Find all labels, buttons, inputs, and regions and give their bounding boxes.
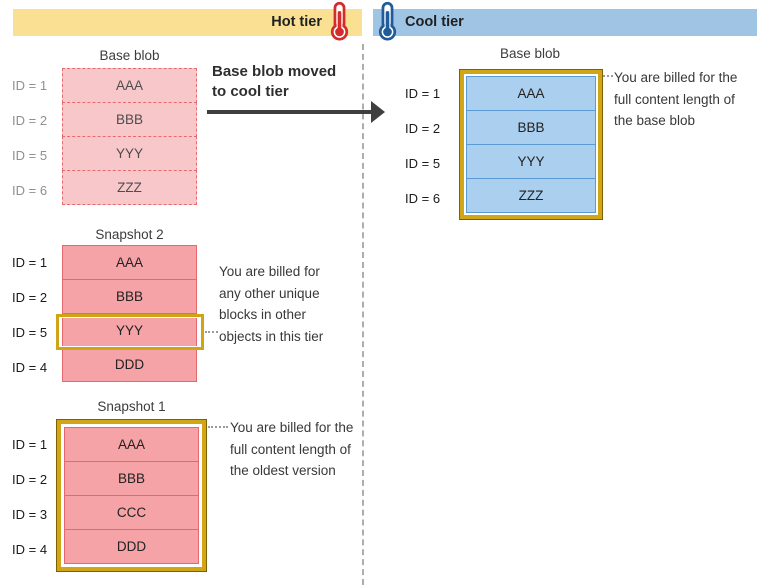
move-arrow-head	[371, 101, 385, 123]
note-line: the oldest version	[230, 463, 336, 478]
block-id: ID = 4	[12, 542, 48, 557]
hot-base-blob-table: AAA BBB YYY ZZZ	[62, 68, 197, 205]
snapshot2-table: AAA BBB YYY DDD	[62, 245, 197, 382]
cool-base-blob-table: AAA BBB YYY ZZZ	[466, 76, 596, 213]
note-line: You are billed for the	[614, 70, 738, 85]
cool-note-connector	[603, 75, 613, 77]
block-id: ID = 2	[405, 121, 441, 136]
block-cell: AAA	[466, 76, 596, 111]
snapshot1-note-connector	[208, 426, 228, 428]
block-cell: BBB	[466, 110, 596, 145]
block-id: ID = 4	[12, 360, 48, 375]
move-note-line: Base blob moved	[212, 63, 337, 80]
move-note-line: to cool tier	[212, 83, 289, 100]
tier-separator-line	[362, 44, 364, 585]
snapshot1-title: Snapshot 1	[97, 399, 166, 414]
snapshot1-table: AAA BBB CCC DDD	[64, 427, 199, 564]
cool-base-blob-note: You are billed for the full content leng…	[614, 67, 737, 132]
block-cell: ZZZ	[62, 170, 197, 205]
snapshot2-title: Snapshot 2	[95, 227, 164, 242]
block-cell: DDD	[62, 347, 197, 382]
cool-base-blob-id-column: ID = 1 ID = 2 ID = 5 ID = 6	[405, 76, 440, 216]
snapshot2-note-connector	[205, 331, 218, 333]
snapshot2-id-column: ID = 1 ID = 2 ID = 5 ID = 4	[12, 245, 47, 385]
block-id: ID = 5	[12, 325, 48, 340]
block-id: ID = 6	[405, 191, 441, 206]
block-id: ID = 1	[12, 78, 48, 93]
cool-thermometer-icon	[378, 1, 397, 41]
hot-base-blob-title: Base blob	[99, 48, 160, 63]
block-id: ID = 2	[12, 113, 48, 128]
block-cell: ZZZ	[466, 178, 596, 213]
snapshot1-note: You are billed for the full content leng…	[230, 417, 353, 482]
unique-block-highlight-box	[56, 314, 204, 350]
note-line: You are billed for the	[230, 420, 354, 435]
block-cell: CCC	[64, 495, 199, 530]
block-id: ID = 1	[12, 437, 48, 452]
block-cell: AAA	[62, 245, 197, 280]
block-id: ID = 1	[12, 255, 48, 270]
cool-tier-label: Cool tier	[405, 14, 464, 30]
block-cell: AAA	[62, 68, 197, 103]
block-id: ID = 5	[405, 156, 441, 171]
note-line: full content length of	[230, 441, 351, 457]
note-line: blocks in other	[219, 307, 307, 322]
hot-base-blob-id-column: ID = 1 ID = 2 ID = 5 ID = 6	[12, 68, 47, 208]
block-id: ID = 5	[12, 148, 48, 163]
cool-tier-bar: Cool tier	[373, 9, 757, 36]
hot-thermometer-icon	[330, 1, 349, 41]
block-id: ID = 1	[405, 86, 441, 101]
note-line: the base blob	[614, 113, 696, 128]
cool-base-blob-title: Base blob	[499, 46, 561, 61]
note-line: any other unique	[219, 285, 320, 301]
snapshot2-note: You are billed for any other unique bloc…	[219, 261, 323, 347]
block-cell: BBB	[62, 279, 197, 314]
block-id: ID = 6	[12, 183, 48, 198]
snapshot1-id-column: ID = 1 ID = 2 ID = 3 ID = 4	[12, 427, 47, 567]
note-line: objects in this tier	[219, 328, 324, 344]
move-arrow-line	[207, 110, 372, 114]
block-id: ID = 2	[12, 472, 48, 487]
block-cell: YYY	[62, 136, 197, 171]
block-cell: BBB	[64, 461, 199, 496]
hot-tier-label: Hot tier	[271, 14, 322, 30]
block-id: ID = 2	[12, 290, 48, 305]
block-cell: AAA	[64, 427, 199, 462]
snapshot1-billed-highlight-box: AAA BBB CCC DDD	[56, 419, 207, 572]
cool-base-blob-billed-highlight-box: AAA BBB YYY ZZZ	[459, 69, 603, 220]
block-cell: DDD	[64, 529, 199, 564]
move-note: Base blob moved to cool tier	[212, 62, 336, 102]
block-cell: BBB	[62, 102, 197, 137]
block-cell: YYY	[466, 144, 596, 179]
block-id: ID = 3	[12, 507, 48, 522]
hot-tier-bar: Hot tier	[13, 9, 362, 36]
note-line: You are billed for	[219, 264, 320, 279]
note-line: full content length of	[614, 91, 735, 107]
